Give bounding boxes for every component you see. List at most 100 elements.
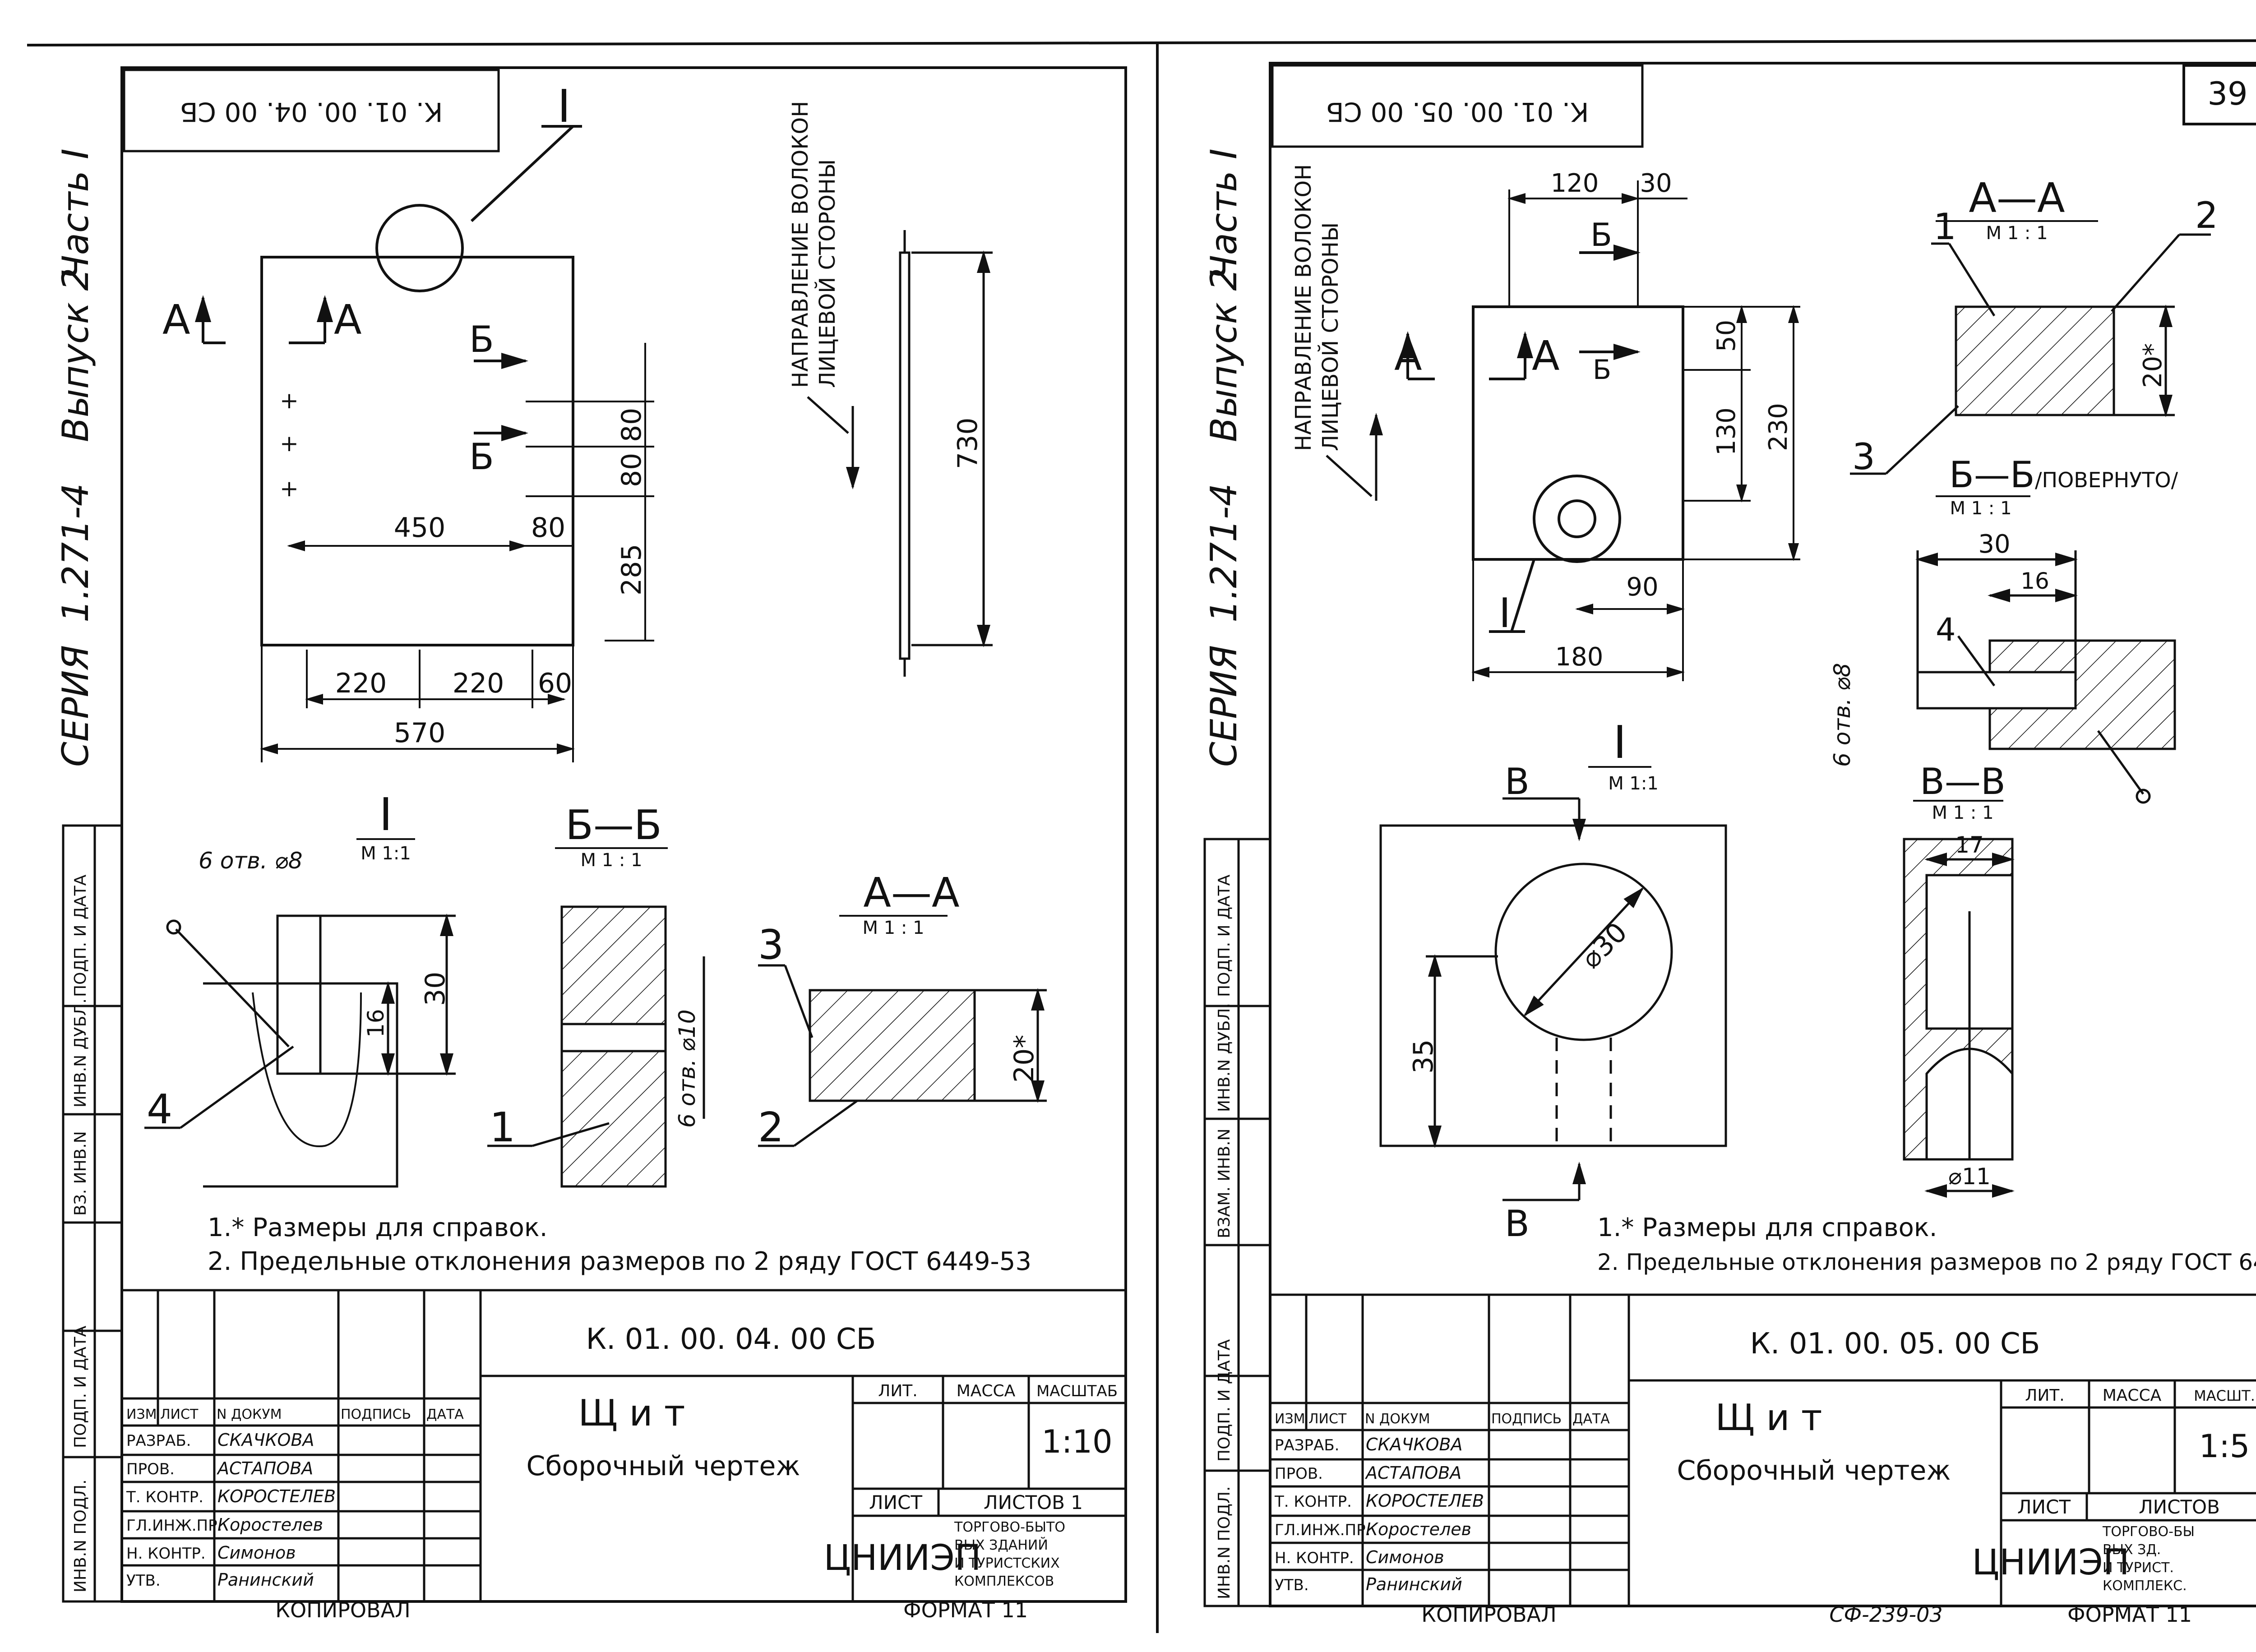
left-tb-headers: ИЗМ ЛИСТ N ДОКУМ ПОДПИСЬ ДАТА xyxy=(126,1407,464,1422)
right-margin-label-5: ИНВ.N ПОДЛ. xyxy=(1215,1486,1234,1599)
right-detail-mark: I xyxy=(1499,590,1511,637)
left-dim-60: 60 xyxy=(538,668,572,699)
left-detail-leader xyxy=(470,125,574,222)
svg-text:СКАЧКОВА: СКАЧКОВА xyxy=(217,1430,314,1450)
right-fiber-note-1: НАПРАВЛЕНИЕ ВОЛОКОН xyxy=(1291,164,1316,451)
svg-text:УТВ.: УТВ. xyxy=(126,1572,161,1590)
svg-text:ПРОВ.: ПРОВ. xyxy=(1275,1465,1323,1483)
right-note-2: 2. Предельные отклонения размеров по 2 р… xyxy=(1597,1249,2256,1275)
left-callout-2-leader xyxy=(793,1099,858,1147)
left-tb-scale-label: МАСШТАБ xyxy=(1036,1382,1118,1400)
left-tb-names: СКАЧКОВА АСТАПОВА КОРОСТЕЛЕВ Коростелев … xyxy=(216,1430,336,1590)
left-margin-label-4: ПОДП. И ДАТА xyxy=(71,1325,90,1448)
right-title-block xyxy=(1269,1293,2256,1607)
right-tb-roles: РАЗРАБ. ПРОВ. Т. КОНТР. ГЛ.ИНЖ.ПР. Н. КО… xyxy=(1274,1436,1370,1594)
right-dim-30: 30 xyxy=(1640,169,1672,198)
left-callout-4: 4 xyxy=(147,1086,172,1133)
right-detail-AA-title: А—А xyxy=(1969,175,2065,222)
svg-text:АСТАПОВА: АСТАПОВА xyxy=(216,1458,313,1478)
left-callout-1-leader xyxy=(532,1122,610,1147)
svg-text:КОМПЛЕКС.: КОМПЛЕКС. xyxy=(2103,1578,2187,1594)
left-callout-2: 2 xyxy=(758,1104,784,1151)
right-dim-180: 180 xyxy=(1555,642,1604,672)
right-side-issue: Выпуск 2 xyxy=(1203,268,1245,442)
right-hole xyxy=(1558,499,1596,538)
left-detail-BB-bottom xyxy=(560,1050,667,1188)
right-tb-doc-code: К. 01. 00. 05. 00 СБ xyxy=(1750,1327,2040,1361)
svg-text:ВЫХ ЗД.: ВЫХ ЗД. xyxy=(2103,1542,2161,1558)
svg-text:ГЛ.ИНЖ.ПР.: ГЛ.ИНЖ.ПР. xyxy=(126,1517,222,1535)
left-section-a-label-r: А xyxy=(334,296,362,344)
svg-text:РАЗРАБ.: РАЗРАБ. xyxy=(1275,1436,1339,1454)
right-stamp-code: К. 01. 00. 05. 00 СБ xyxy=(1326,97,1589,127)
right-callout-3-leader xyxy=(1885,405,1959,475)
left-detail-I-dowel xyxy=(276,914,322,1075)
right-detail-AA-scale: М 1 : 1 xyxy=(1986,223,2048,244)
right-section-b-label-bottom: Б xyxy=(1593,354,1611,386)
right-tb-mass: МАССА xyxy=(2103,1386,2162,1405)
svg-text:УТВ.: УТВ. xyxy=(1275,1576,1309,1594)
left-tb-org-logo: ЦНИИЭП xyxy=(823,1538,981,1578)
right-footer-code: СФ-239-03 xyxy=(1829,1602,1942,1627)
left-tb-sheet: ЛИСТ xyxy=(869,1491,922,1514)
right-tb-scale-label: МАСШТ. xyxy=(2194,1387,2255,1404)
right-detail-I-scale: М 1:1 xyxy=(1608,773,1659,794)
svg-text:ПОДПИСЬ: ПОДПИСЬ xyxy=(341,1407,411,1422)
left-section-b-label-bottom: Б xyxy=(469,436,494,478)
svg-text:ЛИСТ: ЛИСТ xyxy=(160,1407,199,1422)
svg-text:Т. КОНТР.: Т. КОНТР. xyxy=(1274,1493,1352,1511)
right-detail-I-body xyxy=(1379,824,1727,1147)
left-callout-3-leader xyxy=(784,965,814,1038)
left-detail-AA-d20: 20* xyxy=(1008,1035,1040,1083)
right-detail-circle xyxy=(1533,475,1621,563)
left-detail-I-break xyxy=(252,992,362,1148)
svg-text:Н. КОНТР.: Н. КОНТР. xyxy=(126,1545,206,1563)
right-dim-130: 130 xyxy=(1712,407,1741,456)
left-detail-I-holes: 6 отв. ⌀8 xyxy=(199,848,303,874)
right-detail-BB-tool xyxy=(2097,730,2145,795)
right-detail-I-v-bottom: В xyxy=(1505,1203,1530,1245)
svg-text:КОМПЛЕКСОВ: КОМПЛЕКСОВ xyxy=(954,1574,1054,1589)
svg-text:ИЗМ: ИЗМ xyxy=(1275,1411,1305,1427)
left-note-2: 2. Предельные отклонения размеров по 2 р… xyxy=(208,1247,1031,1276)
right-tb-subtitle: Сборочный чертеж xyxy=(1677,1455,1951,1486)
right-detail-VV-title: В—В xyxy=(1920,761,2006,803)
left-note-1: 1.* Размеры для справок. xyxy=(208,1213,548,1242)
left-dim-450: 450 xyxy=(394,512,446,544)
left-dim-730: 730 xyxy=(952,417,984,469)
svg-text:ТОРГОВО-БЫТО: ТОРГОВО-БЫТО xyxy=(954,1519,1065,1535)
right-detail-I-diam-line xyxy=(1523,887,1644,1017)
right-tb-org-logo: ЦНИИЭП xyxy=(1972,1542,2129,1583)
right-tb-names: СКАЧКОВА АСТАПОВА КОРОСТЕЛЕВ Коростелев … xyxy=(1364,1435,1484,1594)
svg-text:+: + xyxy=(280,388,299,414)
svg-text:АСТАПОВА: АСТАПОВА xyxy=(1364,1463,1461,1483)
svg-text:ТОРГОВО-БЫ: ТОРГОВО-БЫ xyxy=(2102,1524,2195,1540)
left-detail-I-d16: 16 xyxy=(363,1009,389,1038)
svg-text:Ранинский: Ранинский xyxy=(217,1570,314,1590)
right-tb-org-text: ТОРГОВО-БЫ ВЫХ ЗД. И ТУРИСТ. КОМПЛЕКС. xyxy=(2102,1524,2195,1594)
right-detail-I-d35: 35 xyxy=(1408,1039,1439,1074)
left-sheet: К. 01. 00. 04. 00 СБ СЕРИЯ 1.271-4 Выпус… xyxy=(55,69,1127,1622)
right-fiber-leader xyxy=(1326,455,1373,497)
svg-text:И ТУРИСТ.: И ТУРИСТ. xyxy=(2103,1560,2174,1576)
right-tb-lit: ЛИТ. xyxy=(2025,1386,2064,1405)
left-margin-label-1: ПОДП. И ДАТА xyxy=(71,874,90,997)
svg-text:ДАТА: ДАТА xyxy=(426,1407,464,1422)
svg-text:ЛИСТ: ЛИСТ xyxy=(1308,1411,1347,1427)
svg-text:И ТУРИСТСКИХ: И ТУРИСТСКИХ xyxy=(954,1555,1060,1571)
left-footer-copied: КОПИРОВАЛ xyxy=(275,1598,410,1622)
left-detail-AA-section xyxy=(809,989,976,1102)
right-detail-I-v-top: В xyxy=(1505,761,1530,803)
left-tb-org-text: ТОРГОВО-БЫТО ВЫХ ЗДАНИЙ И ТУРИСТСКИХ КОМ… xyxy=(954,1519,1065,1589)
left-section-b-label-top: Б xyxy=(469,318,494,360)
left-dim-80-a: 80 xyxy=(616,408,647,442)
right-section-a-label-l: А xyxy=(1394,332,1422,380)
right-detail-I-title: I xyxy=(1613,716,1627,769)
left-callout-4-leader xyxy=(180,1045,294,1129)
right-dim-230: 230 xyxy=(1764,403,1793,451)
left-detail-AA-title: А—А xyxy=(863,869,959,917)
left-tb-subtitle: Сборочный чертеж xyxy=(527,1450,800,1482)
left-tb-sheets: ЛИСТОВ 1 xyxy=(984,1491,1083,1514)
left-side-seriya: СЕРИЯ xyxy=(55,645,97,767)
